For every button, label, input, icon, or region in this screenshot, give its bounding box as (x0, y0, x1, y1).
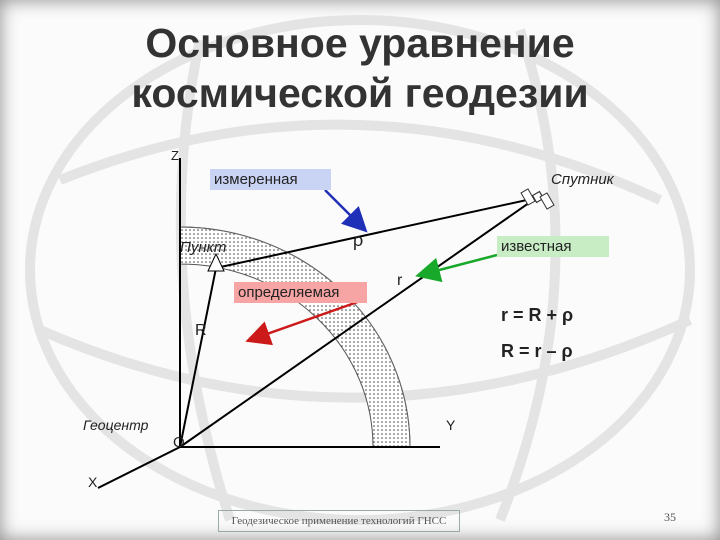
known-pointer-arrow (415, 253, 498, 283)
known-box: известная (497, 236, 609, 257)
satellite-label: Спутник (551, 171, 614, 188)
vector-r (179, 197, 537, 448)
z-axis-label: Z (171, 148, 179, 163)
measured-pointer-arrow (324, 189, 368, 233)
measured-box: измеренная (210, 169, 331, 190)
r-label: r (397, 272, 403, 289)
determined-box: определяемая (234, 282, 367, 303)
footer-text: Геодезическое применение технологий ГНСС (218, 510, 460, 532)
x-axis (97, 446, 181, 489)
x-axis-label: X (88, 474, 98, 490)
determined-pointer-arrow (245, 297, 367, 346)
title-line-2: космической геодезии (131, 70, 589, 116)
slide-title: Основное уравнение космической геодезии (0, 18, 720, 118)
origin-label: O (173, 434, 185, 451)
equation-R: R = r – ρ (501, 341, 573, 361)
R-label: R (195, 322, 207, 339)
title-line-1: Основное уравнение (145, 20, 575, 66)
rho-label: ρ (353, 230, 364, 250)
geocenter-label: Геоцентр (83, 417, 149, 433)
point-label: Пункт (180, 239, 227, 256)
satellite-icon (520, 188, 555, 210)
vector-rho (215, 197, 537, 269)
y-axis-label: Y (446, 417, 456, 433)
point-marker-icon (207, 252, 225, 272)
vector-R (179, 267, 217, 448)
equation-r: r = R + ρ (501, 305, 574, 325)
page-number: 35 (664, 510, 676, 524)
